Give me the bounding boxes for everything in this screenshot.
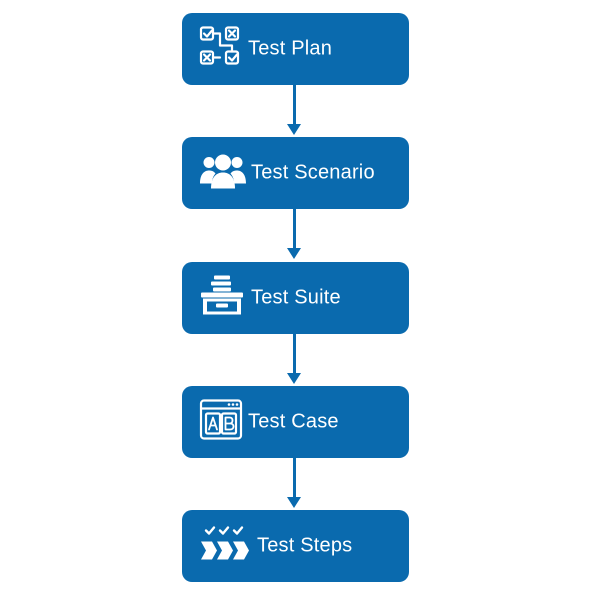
connector-arrow xyxy=(287,209,303,259)
connector-arrow xyxy=(287,458,303,508)
step-label: Test Suite xyxy=(251,286,341,309)
step-test-suite: Test Suite xyxy=(182,262,409,334)
connector-arrow xyxy=(287,85,303,135)
step-test-scenario: Test Scenario xyxy=(182,137,409,209)
step-label: Test Scenario xyxy=(251,161,375,184)
check-chevrons-icon xyxy=(200,525,254,568)
step-test-steps: Test Steps xyxy=(182,510,409,582)
step-test-case: Test Case xyxy=(182,386,409,458)
checklist-grid-icon xyxy=(198,25,244,74)
step-test-plan: Test Plan xyxy=(182,13,409,85)
browser-ab-icon xyxy=(199,399,243,446)
step-label: Test Plan xyxy=(248,37,333,60)
file-drawer-icon xyxy=(199,275,245,322)
connector-arrow xyxy=(287,334,303,384)
users-group-icon xyxy=(199,151,247,196)
step-label: Test Case xyxy=(248,410,339,433)
step-label: Test Steps xyxy=(257,534,353,557)
